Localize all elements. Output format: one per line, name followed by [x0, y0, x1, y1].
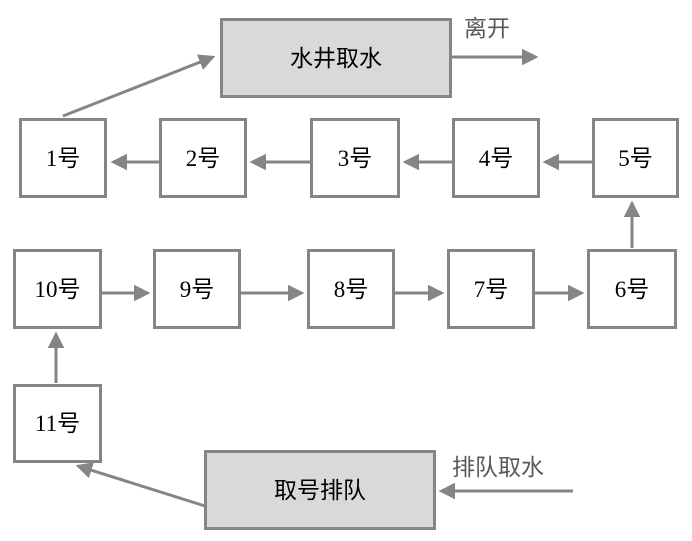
- queue-position-label: 4号: [478, 145, 514, 171]
- queue-position-box-5: 5号: [592, 118, 679, 198]
- queue-position-label: 10号: [34, 276, 81, 302]
- queue-position-box-2: 2号: [159, 118, 247, 198]
- queue-position-box-9: 9号: [153, 249, 241, 329]
- queue-position-box-4: 4号: [452, 118, 540, 198]
- queue-position-box-8: 8号: [307, 249, 395, 329]
- queue-position-box-10: 10号: [13, 249, 102, 329]
- queue-position-box-6: 6号: [587, 249, 677, 329]
- queue-position-label: 1号: [45, 145, 81, 171]
- queue-position-label: 9号: [179, 276, 215, 302]
- entry-box-label: 取号排队: [274, 477, 366, 503]
- queue-position-box-1: 1号: [19, 118, 107, 198]
- leave-label: 离开: [464, 16, 510, 41]
- queue-position-box-11: 11号: [13, 384, 102, 463]
- arrow-entry-to-11: [75, 462, 206, 508]
- queue-position-label: 8号: [333, 276, 369, 302]
- queue-position-label: 11号: [34, 411, 81, 436]
- queue-position-box-3: 3号: [310, 118, 400, 198]
- entry-box: 取号排队: [204, 450, 436, 530]
- queue-position-label: 5号: [618, 145, 653, 171]
- arrow-1-to-well: [62, 54, 216, 118]
- enter-queue-label: 排队取水: [452, 455, 544, 480]
- queue-position-label: 7号: [473, 276, 509, 302]
- queue-position-label: 3号: [337, 145, 373, 171]
- queue-position-box-7: 7号: [447, 249, 535, 329]
- queue-position-label: 2号: [185, 145, 221, 171]
- queue-position-label: 6号: [614, 276, 650, 302]
- well-box-label: 水井取水: [290, 45, 382, 71]
- well-box: 水井取水: [220, 18, 452, 98]
